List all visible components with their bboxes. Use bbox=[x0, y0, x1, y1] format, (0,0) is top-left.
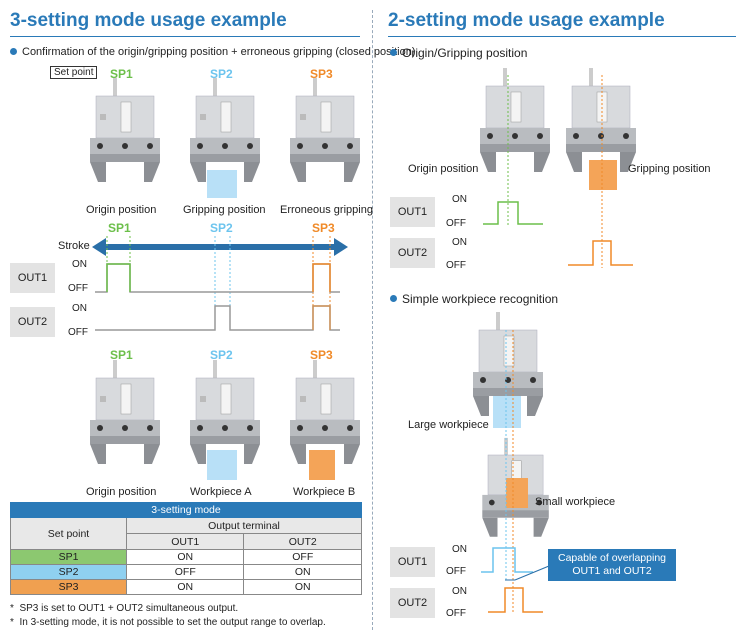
left-title: 3-setting mode usage example bbox=[10, 10, 287, 31]
sp2-label-bottom: SP2 bbox=[210, 348, 233, 362]
r2-out1-box: OUT1 bbox=[390, 547, 435, 577]
caption-workpiece-a: Workpiece A bbox=[190, 486, 252, 498]
r-out1-on: ON bbox=[452, 194, 467, 205]
table-cell-sp: SP1 bbox=[10, 549, 127, 565]
left-title-rule bbox=[10, 36, 360, 37]
table-header-out1: OUT1 bbox=[125, 533, 245, 550]
note-1-text: SP3 is set to OUT1 + OUT2 simultaneous o… bbox=[19, 603, 239, 614]
right-section2-row: Simple workpiece recognition bbox=[390, 292, 558, 306]
table-row: SP1 ON OFF bbox=[10, 549, 362, 565]
table-cell-out1: ON bbox=[125, 549, 245, 565]
r-out1-box: OUT1 bbox=[390, 197, 435, 227]
right-section2: Simple workpiece recognition bbox=[402, 292, 559, 306]
left-subtitle: Confirmation of the origin/gripping posi… bbox=[22, 46, 416, 58]
r-out2-box: OUT2 bbox=[390, 238, 435, 268]
sp1-label-top: SP1 bbox=[110, 67, 133, 81]
right-title-rule bbox=[388, 36, 736, 37]
right-diagram bbox=[472, 67, 637, 613]
right-section1: Origin/Gripping position bbox=[402, 46, 528, 60]
column-divider bbox=[372, 10, 373, 630]
r2-out2-box: OUT2 bbox=[390, 588, 435, 618]
table-row: SP3 ON ON bbox=[10, 579, 362, 595]
out2-off: OFF bbox=[68, 327, 88, 338]
r-out2-on: ON bbox=[452, 237, 467, 248]
out2-box: OUT2 bbox=[10, 307, 55, 337]
table-cell-out2: ON bbox=[243, 564, 362, 580]
sp3-label-top: SP3 bbox=[310, 67, 333, 81]
settings-table: 3-setting mode Set point Output terminal… bbox=[10, 502, 362, 595]
caption-erroneous-top: Erroneous gripping bbox=[280, 204, 373, 216]
table-cell-out2: ON bbox=[243, 579, 362, 595]
table-row: SP2 OFF ON bbox=[10, 564, 362, 580]
table-header-output-terminal: Output terminal bbox=[126, 517, 362, 534]
sp3-label-stroke: SP3 bbox=[312, 221, 335, 235]
out1-on: ON bbox=[72, 259, 87, 270]
bullet-icon bbox=[390, 295, 397, 303]
table-cell-sp: SP2 bbox=[10, 564, 127, 580]
note-2-text: In 3-setting mode, it is not possible to… bbox=[19, 617, 326, 628]
bullet-icon bbox=[390, 49, 397, 57]
sp2-label-top: SP2 bbox=[210, 67, 233, 81]
table-header-out2: OUT2 bbox=[243, 533, 362, 550]
caption-origin-bottom: Origin position bbox=[86, 486, 157, 498]
table-cell-sp: SP3 bbox=[10, 579, 127, 595]
r2-out2-off: OFF bbox=[446, 608, 466, 619]
table-header-set-point: Set point bbox=[10, 517, 127, 550]
stroke-label: Stroke bbox=[58, 240, 90, 252]
origin-position-label: Origin position bbox=[408, 163, 479, 175]
table-title: 3-setting mode bbox=[10, 502, 362, 518]
r2-out1-on: ON bbox=[452, 544, 467, 555]
left-subtitle-row: Confirmation of the origin/gripping posi… bbox=[10, 46, 415, 58]
r-out2-off: OFF bbox=[446, 260, 466, 271]
note-2: * In 3-setting mode, it is not possible … bbox=[10, 617, 326, 628]
out1-off: OFF bbox=[68, 283, 88, 294]
right-section1-row: Origin/Gripping position bbox=[390, 46, 527, 60]
caption-workpiece-b: Workpiece B bbox=[293, 486, 356, 498]
r2-out2-on: ON bbox=[452, 586, 467, 597]
caption-gripping-top: Gripping position bbox=[183, 204, 266, 216]
small-workpiece-label: Small workpiece bbox=[535, 496, 616, 508]
sp2-label-stroke: SP2 bbox=[210, 221, 233, 235]
sp1-label-stroke: SP1 bbox=[108, 221, 131, 235]
right-title: 2-setting mode usage example bbox=[388, 10, 665, 31]
table-cell-out2: OFF bbox=[243, 549, 362, 565]
left-diagram bbox=[89, 77, 361, 480]
r2-out1-off: OFF bbox=[446, 566, 466, 577]
table-cell-out1: ON bbox=[125, 579, 245, 595]
large-workpiece-label: Large workpiece bbox=[408, 419, 489, 431]
table-cell-out1: OFF bbox=[125, 564, 245, 580]
out2-on: ON bbox=[72, 303, 87, 314]
r-out1-off: OFF bbox=[446, 218, 466, 229]
bullet-icon bbox=[10, 47, 17, 55]
overlap-callout: Capable of overlapping OUT1 and OUT2 bbox=[548, 549, 676, 581]
sp3-label-bottom: SP3 bbox=[310, 348, 333, 362]
gripping-position-label: Gripping position bbox=[628, 163, 711, 175]
out1-box: OUT1 bbox=[10, 263, 55, 293]
caption-origin-top: Origin position bbox=[86, 204, 157, 216]
sp1-label-bottom: SP1 bbox=[110, 348, 133, 362]
note-1: * SP3 is set to OUT1 + OUT2 simultaneous… bbox=[10, 603, 239, 614]
set-point-label: Set point bbox=[50, 66, 98, 79]
